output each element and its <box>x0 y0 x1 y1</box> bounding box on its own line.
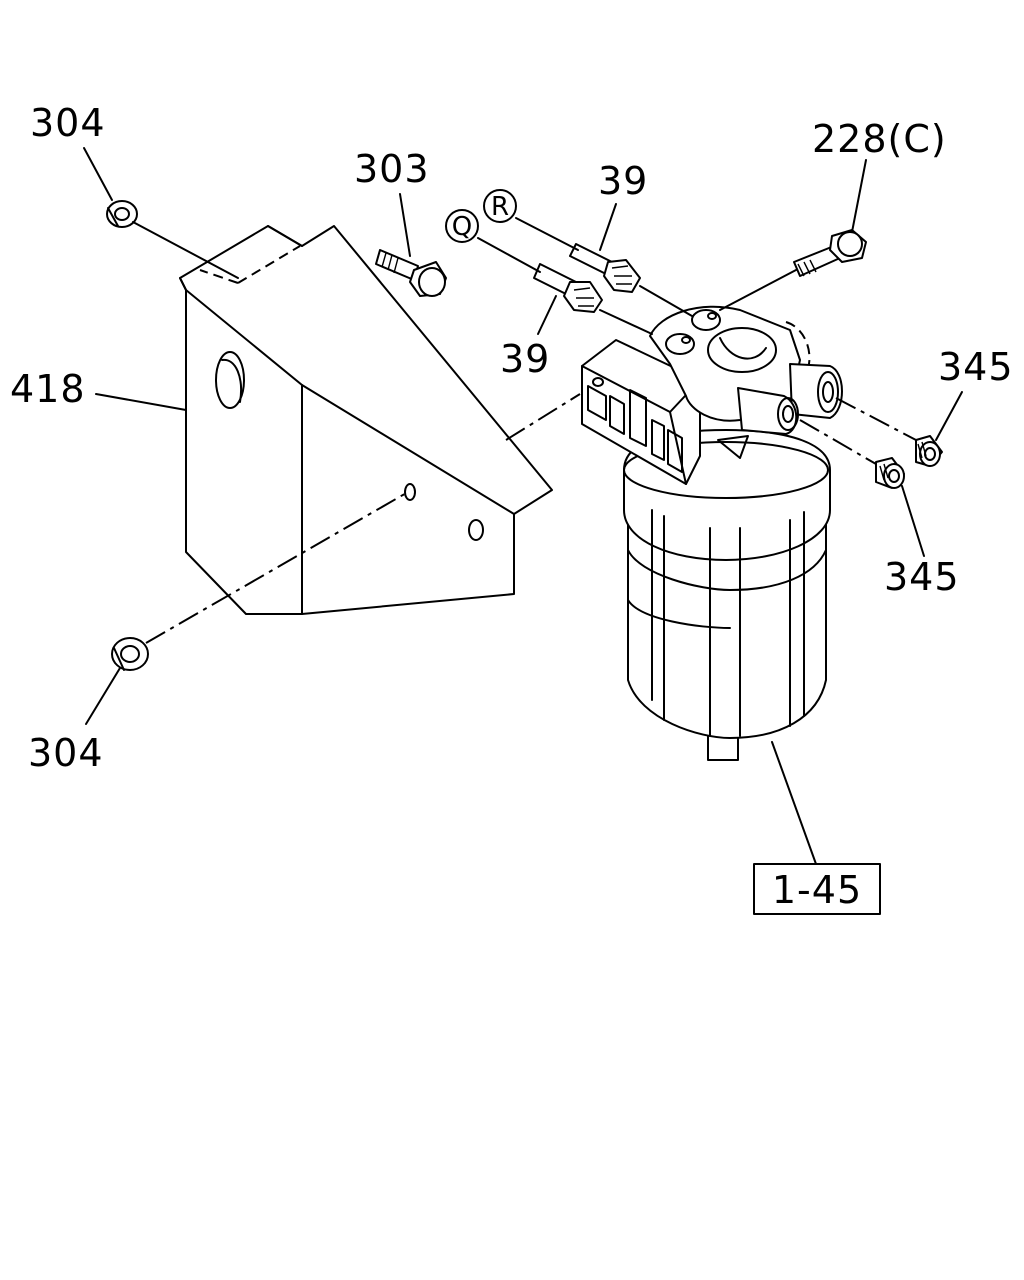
label-39-upper: 39 <box>598 159 648 203</box>
bolt-228c <box>793 229 867 277</box>
label-303: 303 <box>354 147 430 191</box>
label-304-top: 304 <box>30 101 106 145</box>
fuel-filter-assembly <box>581 305 843 761</box>
label-228c: 228(C) <box>812 117 947 161</box>
label-345-upper: 345 <box>938 345 1014 389</box>
nut-304-bottom <box>111 637 149 671</box>
svg-text:R: R <box>491 192 509 222</box>
label-345-lower: 345 <box>884 555 960 599</box>
svg-text:Q: Q <box>452 212 472 242</box>
nut-304-top <box>106 200 138 228</box>
label-39-lower: 39 <box>500 337 550 381</box>
svg-text:1-45: 1-45 <box>772 868 862 912</box>
bolt-303 <box>375 249 447 297</box>
bracket-418 <box>179 225 553 615</box>
label-304-bottom: 304 <box>28 731 104 775</box>
circle-marker-q: Q <box>445 209 479 243</box>
assembly-reference-box: 1-45 <box>753 863 881 915</box>
fitting-39-upper <box>569 243 641 293</box>
plug-345-upper <box>915 435 943 467</box>
label-418: 418 <box>10 367 86 411</box>
plug-345-lower <box>875 457 905 489</box>
circle-marker-r: R <box>483 189 517 223</box>
fitting-39-lower <box>533 263 603 313</box>
